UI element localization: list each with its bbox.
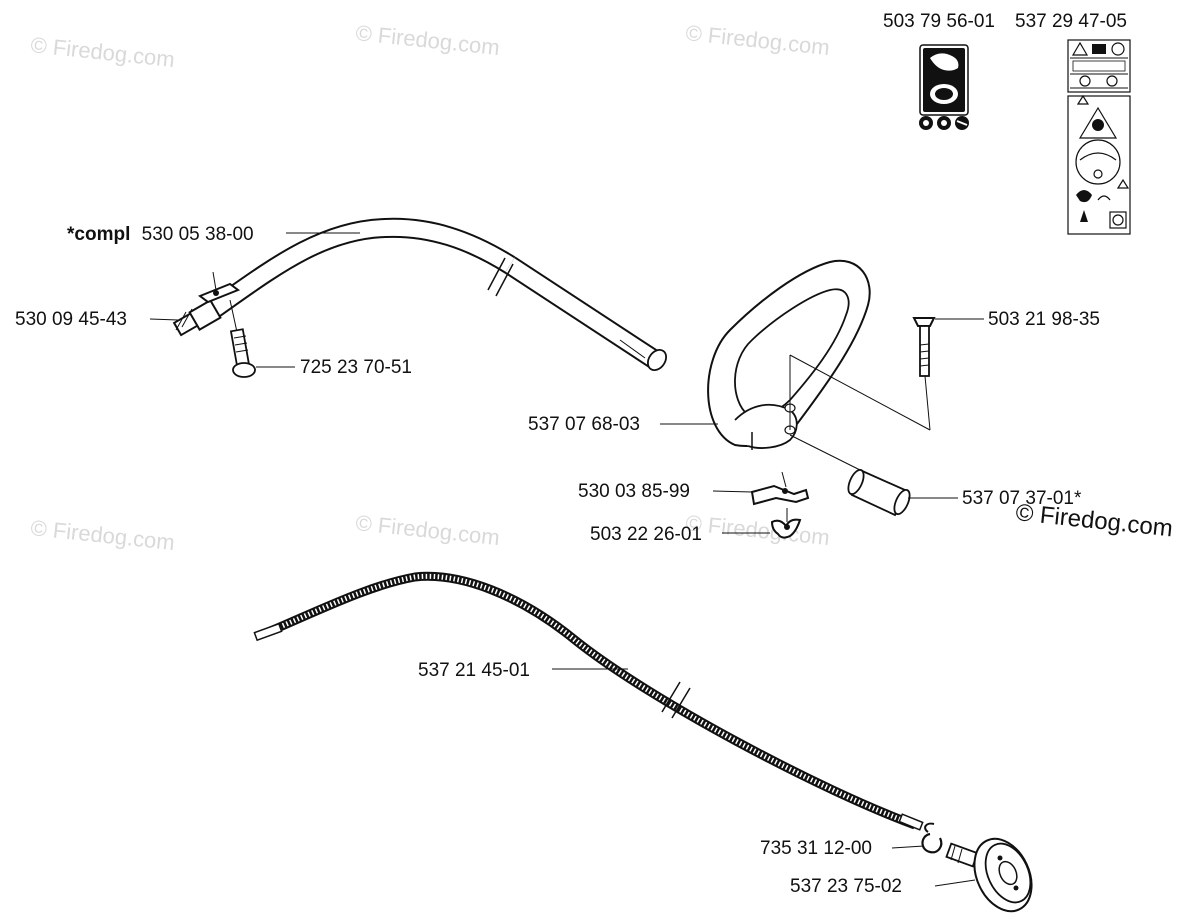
bracket-part bbox=[750, 471, 810, 506]
label-bracket: 530 03 85-99 bbox=[578, 481, 690, 502]
label-sleeve: 537 07 37-01* bbox=[962, 488, 1082, 509]
decal-503-79-56-01 bbox=[919, 44, 969, 130]
watermark: © Firedog.com bbox=[29, 32, 175, 72]
drive-shaft-part bbox=[253, 571, 924, 831]
screw-part bbox=[229, 299, 256, 378]
label-decal-2: 537 29 47-05 bbox=[1015, 11, 1127, 32]
loop-handle-part bbox=[707, 259, 931, 471]
label-wing-nut: 503 22 26-01 bbox=[590, 524, 702, 545]
label-handle-compl-prefix: *compl bbox=[67, 224, 130, 245]
label-decal-1: 503 79 56-01 bbox=[883, 11, 995, 32]
label-coupling: 530 09 45-43 bbox=[15, 309, 127, 330]
watermark: © Firedog.com bbox=[29, 515, 175, 555]
label-clip: 735 31 12-00 bbox=[760, 838, 872, 859]
label-handle-compl-number: 530 05 38-00 bbox=[142, 224, 254, 245]
handle-tube bbox=[204, 217, 667, 372]
label-loop-handle: 537 07 68-03 bbox=[528, 414, 640, 435]
decal-537-29-47-05 bbox=[1067, 39, 1131, 235]
sleeve-part bbox=[847, 468, 911, 517]
bolt-part bbox=[912, 317, 936, 431]
wing-nut-part bbox=[770, 508, 802, 539]
label-drum: 537 23 75-02 bbox=[790, 876, 902, 897]
coupling-part bbox=[172, 271, 241, 337]
label-screw: 725 23 70-51 bbox=[300, 357, 412, 378]
watermark: © Firedog.com bbox=[354, 510, 500, 550]
label-drive-shaft: 537 21 45-01 bbox=[418, 660, 530, 681]
label-bolt: 503 21 98-35 bbox=[988, 309, 1100, 330]
watermark: © Firedog.com bbox=[354, 20, 500, 60]
watermark: © Firedog.com bbox=[684, 20, 830, 60]
clip-part bbox=[921, 822, 943, 854]
drum-part bbox=[945, 837, 1033, 913]
watermarks: © Firedog.com © Firedog.com © Firedog.co… bbox=[29, 20, 1174, 555]
watermark: © Firedog.com bbox=[684, 510, 830, 550]
label-handle-compl: *compl 530 05 38-00 bbox=[67, 224, 254, 245]
